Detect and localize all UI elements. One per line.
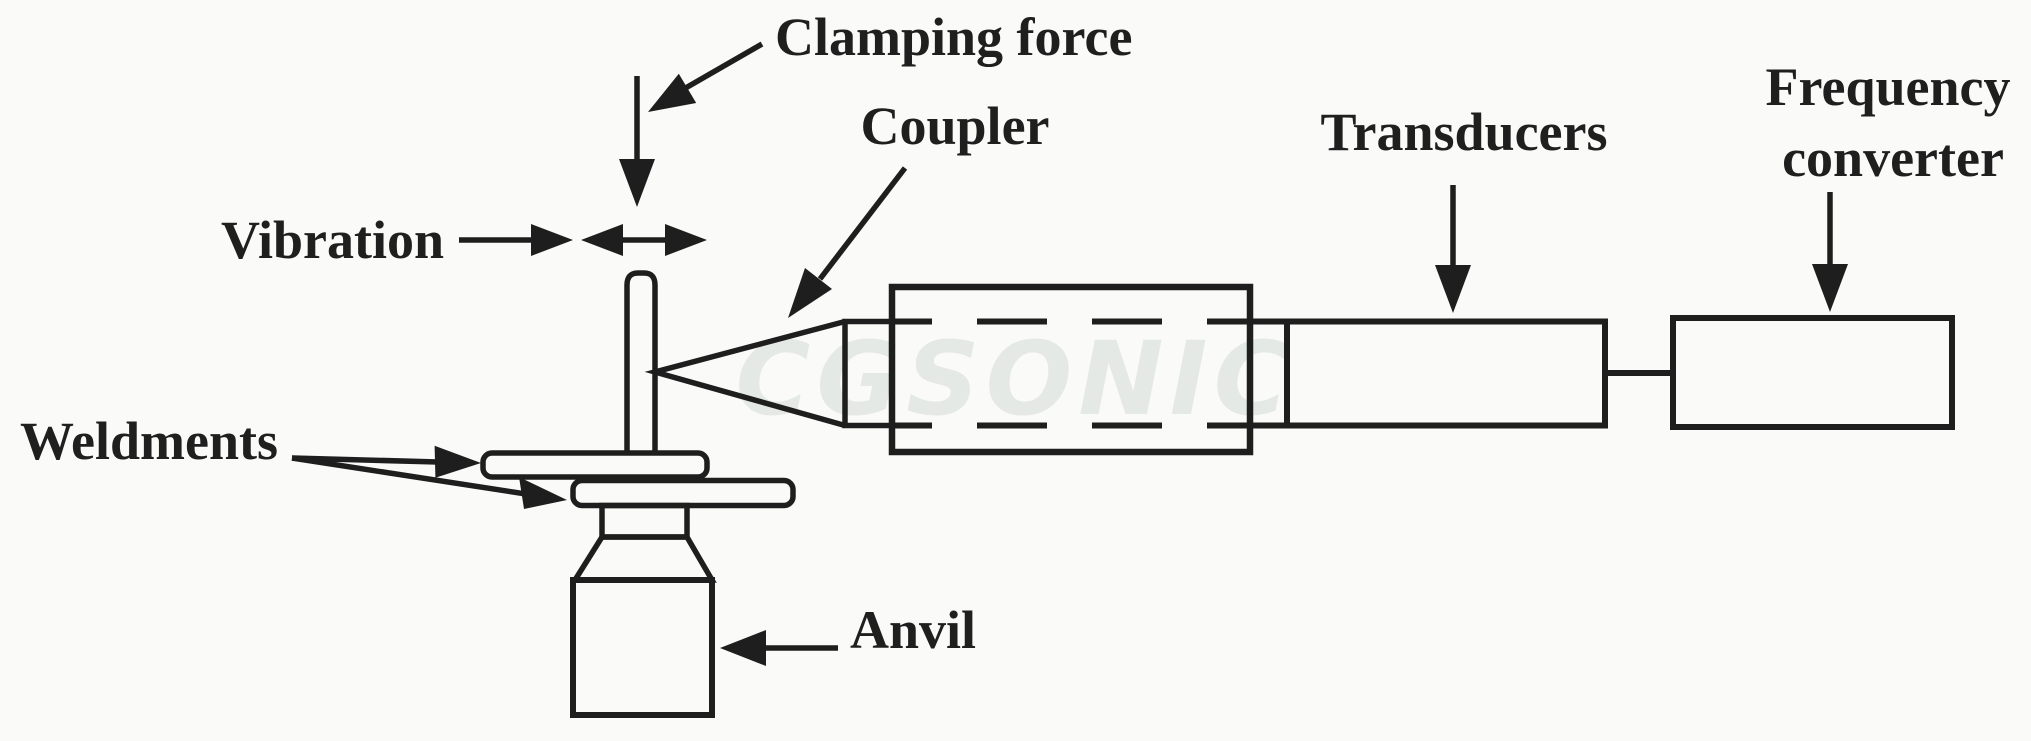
weldment-plate-lower [570,477,796,509]
anvil-shoulder [570,534,717,583]
coupler-cone [644,318,846,429]
vibration-double-arrow [581,224,707,256]
clamping-force-pointer-arrow [648,41,764,112]
anvil-neck [599,502,690,540]
weldment-plate-upper [480,450,710,480]
vibration-label: Vibration [221,210,444,270]
transducers-pointer-arrowhead-icon [1435,265,1471,313]
weldments-upper-arrowhead-icon [434,445,481,478]
vibration-left-arrowhead-icon [581,224,623,256]
annotation-arrows [291,41,1848,666]
coupler-pointer-arrowhead-icon [788,268,832,318]
coupler-pointer-arrow [788,166,908,318]
coupler-label: Coupler [861,96,1050,156]
watermark-text: CGSONIC [736,320,1295,439]
weldments-lower-pointer-line [291,455,527,497]
sonotrode-rod [624,270,658,454]
booster-dashed-lines [892,318,1250,429]
coupler-pointer-line [817,166,908,281]
transducers-pointer-arrow [1435,185,1471,313]
frequency-converter-block [1670,315,1955,430]
frequency-converter-pointer-arrow [1812,192,1848,312]
welding-stack [480,270,1955,718]
frequency-converter-label-line1: Frequency [1766,57,2011,117]
anvil-label: Anvil [850,600,976,660]
vibration-pointer-arrowhead-icon [531,224,573,256]
clamping-force-label: Clamping force [775,7,1132,67]
frequency-converter-label-line2: converter [1782,128,2004,188]
anvil-body [570,577,715,718]
clamping-force-down-arrow [619,76,655,207]
weldments-lower-arrowhead-icon [519,477,567,509]
frequency-converter-pointer-arrowhead-icon [1812,264,1848,312]
vibration-pointer-arrow [459,224,573,256]
booster-block [888,283,1254,456]
vibration-right-arrowhead-icon [665,224,707,256]
weldments-upper-pointer-line [291,455,439,465]
anvil-pointer-arrow [720,630,838,666]
transducer-block [1284,318,1608,429]
annotation-labels: Clamping force Coupler Transducers Frequ… [20,7,2010,660]
booster-transducer-stubs [1250,318,1290,429]
transducers-label: Transducers [1320,102,1607,162]
weldments-pointer-arrows [291,445,567,509]
clamping-force-down-arrowhead-icon [619,159,655,207]
weldments-label: Weldments [20,411,278,471]
clamping-force-pointer-arrowhead-icon [648,73,697,112]
anvil-pointer-arrowhead-icon [720,630,766,666]
